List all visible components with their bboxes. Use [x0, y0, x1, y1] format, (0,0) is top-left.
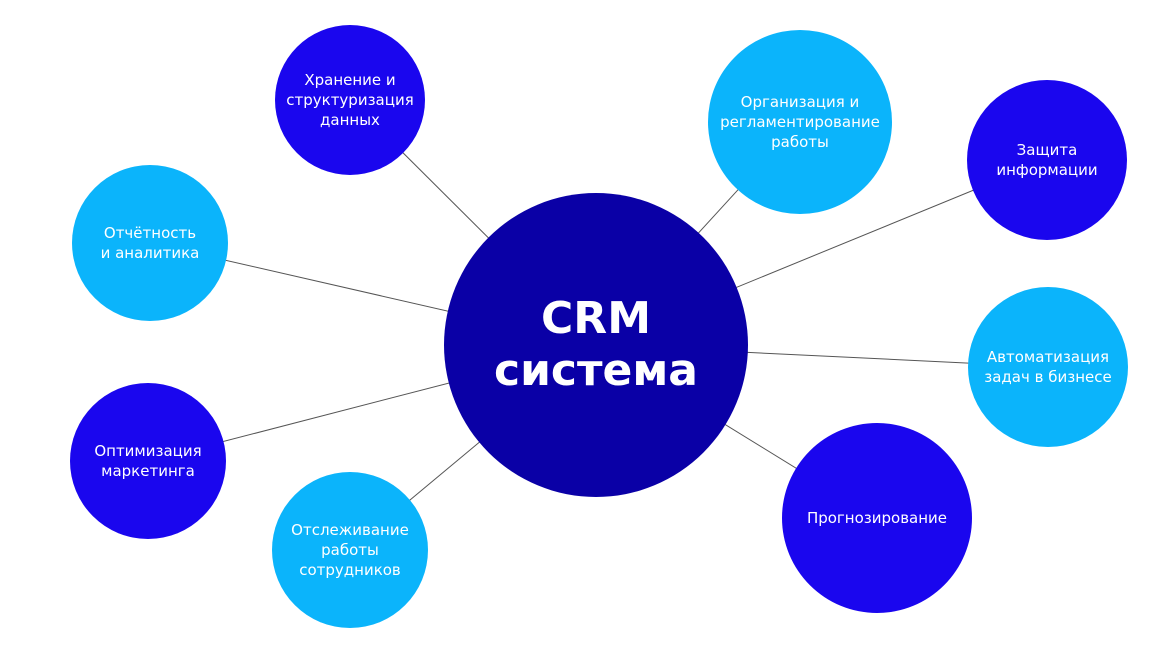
- node-tracking: Отслеживание работы сотрудников: [272, 472, 428, 628]
- node-label: Организация и регламентирование работы: [720, 93, 880, 151]
- node-label: Отчётность и аналитика: [100, 224, 200, 262]
- node-reporting: Отчётность и аналитика: [72, 165, 228, 321]
- node-label: Защита информации: [996, 141, 1098, 179]
- node-label: Хранение и структуризация данных: [286, 71, 414, 129]
- node-label: Отслеживание работы сотрудников: [291, 521, 409, 579]
- node-marketing: Оптимизация маркетинга: [70, 383, 226, 539]
- node-label: Автоматизация задач в бизнесе: [984, 348, 1112, 386]
- center-label: CRM система: [494, 293, 698, 396]
- center-node: CRM система: [444, 193, 748, 497]
- node-storage: Хранение и структуризация данных: [275, 25, 425, 175]
- node-protection: Защита информации: [967, 80, 1127, 240]
- node-forecasting: Прогнозирование: [782, 423, 972, 613]
- node-label: Оптимизация маркетинга: [94, 442, 202, 480]
- node-label: Прогнозирование: [806, 509, 948, 527]
- node-organization: Организация и регламентирование работы: [708, 30, 892, 214]
- node-automation: Автоматизация задач в бизнесе: [968, 287, 1128, 447]
